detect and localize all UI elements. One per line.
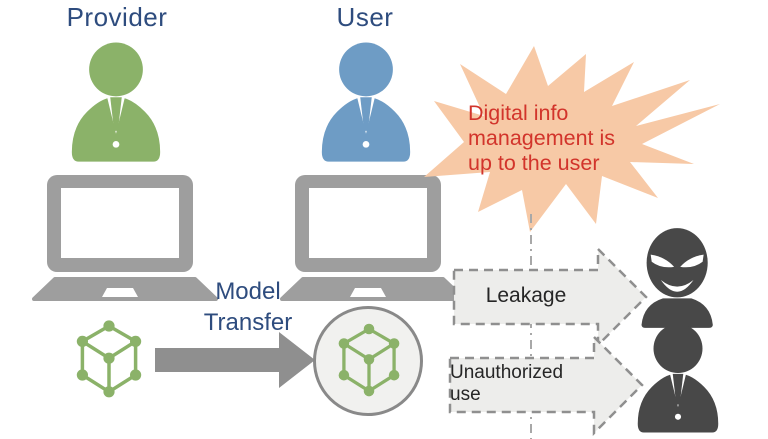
user-label: User xyxy=(336,2,394,32)
warning-starburst xyxy=(424,46,720,232)
leakage-arrow xyxy=(452,246,648,348)
user-model-circle xyxy=(313,306,423,416)
user-person-icon xyxy=(321,42,411,162)
provider-label: Provider xyxy=(66,2,168,32)
dark-person-icon xyxy=(637,324,719,433)
warning-starburst-text: Digital info management is up to the use… xyxy=(468,101,615,175)
provider-laptop-icon xyxy=(32,175,218,301)
unauthorized-use-label: Unauthorized use xyxy=(450,362,564,405)
leakage-label: Leakage xyxy=(485,284,567,307)
masked-attacker-icon xyxy=(641,228,713,328)
guide-dash-dot-line xyxy=(530,214,532,439)
user-laptop-icon xyxy=(280,175,466,301)
model-transfer-label: Model Transfer xyxy=(203,278,293,336)
unauthorized-use-arrow xyxy=(448,334,644,436)
provider-person-icon xyxy=(71,42,161,162)
user-model-cube-icon xyxy=(338,323,400,397)
provider-model-cube-icon xyxy=(76,320,142,398)
model-transfer-arrow-icon xyxy=(155,332,315,388)
